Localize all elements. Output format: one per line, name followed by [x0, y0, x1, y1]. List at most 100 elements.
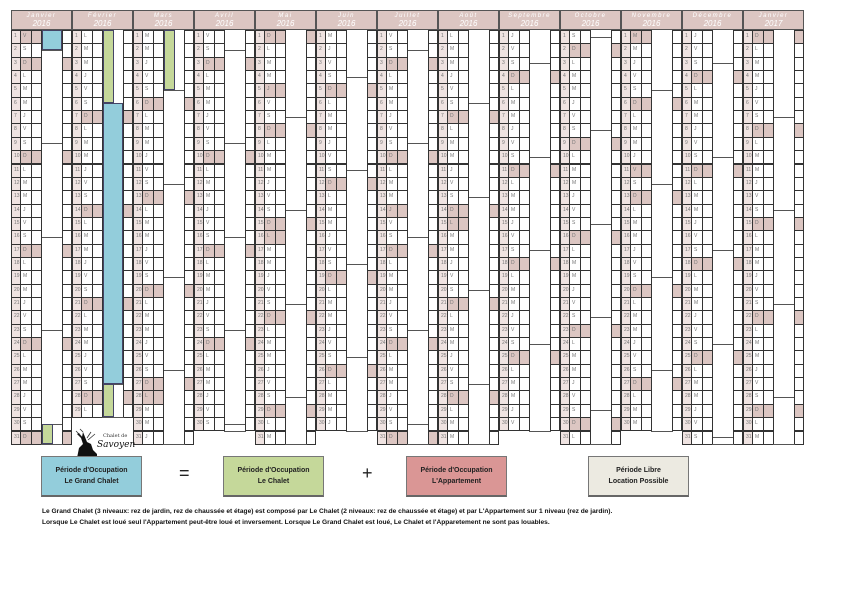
- day-cell-right[interactable]: [672, 70, 682, 85]
- day-cell[interactable]: [214, 163, 225, 178]
- day-cell-right[interactable]: [611, 310, 621, 325]
- day-cell-right[interactable]: [733, 270, 743, 285]
- day-cell-right[interactable]: [62, 350, 72, 365]
- day-cell-right[interactable]: [428, 403, 438, 419]
- day-cell[interactable]: [519, 136, 530, 152]
- day-cell[interactable]: [214, 243, 225, 258]
- day-cell-right[interactable]: [672, 363, 682, 379]
- day-cell[interactable]: [153, 256, 164, 272]
- day-cell-right[interactable]: [367, 30, 377, 45]
- day-cell[interactable]: [214, 337, 225, 352]
- day-cell-right[interactable]: [367, 377, 377, 392]
- day-cell[interactable]: [702, 203, 713, 218]
- day-cell[interactable]: [702, 110, 713, 125]
- day-cell[interactable]: [580, 363, 591, 379]
- day-cell[interactable]: [763, 243, 774, 258]
- day-cell-right[interactable]: [123, 256, 133, 272]
- day-cell[interactable]: [763, 270, 774, 285]
- day-cell[interactable]: [458, 377, 469, 392]
- day-cell-right[interactable]: [245, 337, 255, 352]
- day-cell-right[interactable]: [428, 30, 438, 45]
- day-cell[interactable]: [31, 43, 42, 58]
- day-cell[interactable]: [458, 403, 469, 419]
- booking-chalet[interactable]: [42, 423, 53, 444]
- day-cell-right[interactable]: [428, 216, 438, 232]
- day-cell-right[interactable]: [611, 350, 621, 365]
- day-cell-right[interactable]: [672, 203, 682, 218]
- day-cell-right[interactable]: [550, 83, 560, 98]
- day-cell[interactable]: [458, 163, 469, 178]
- day-cell-right[interactable]: [306, 216, 316, 232]
- day-cell[interactable]: [458, 283, 469, 298]
- day-cell-right[interactable]: [794, 323, 804, 339]
- day-cell-right[interactable]: [611, 30, 621, 45]
- day-cell-right[interactable]: [550, 297, 560, 312]
- day-cell[interactable]: [641, 230, 652, 245]
- day-cell[interactable]: [397, 216, 408, 232]
- day-cell-right[interactable]: [62, 390, 72, 405]
- day-cell-right[interactable]: [306, 230, 316, 245]
- day-cell[interactable]: [31, 176, 42, 192]
- day-cell[interactable]: [519, 256, 530, 272]
- day-cell[interactable]: [397, 256, 408, 272]
- booking-chalet[interactable]: [164, 30, 175, 91]
- day-cell-right[interactable]: [367, 243, 377, 258]
- day-cell-right[interactable]: [611, 323, 621, 339]
- day-cell[interactable]: [397, 56, 408, 72]
- day-cell[interactable]: [214, 123, 225, 138]
- day-cell[interactable]: [458, 136, 469, 152]
- day-cell-right[interactable]: [489, 310, 499, 325]
- day-cell[interactable]: [31, 363, 42, 379]
- day-cell-right[interactable]: [306, 43, 316, 58]
- day-cell-right[interactable]: [62, 363, 72, 379]
- day-cell-right[interactable]: [733, 110, 743, 125]
- day-cell-right[interactable]: [184, 297, 194, 312]
- day-cell-right[interactable]: [794, 377, 804, 392]
- day-cell-right[interactable]: [123, 283, 133, 298]
- day-cell-right[interactable]: [489, 256, 499, 272]
- day-cell-right[interactable]: [794, 230, 804, 245]
- day-cell[interactable]: [92, 256, 103, 272]
- day-cell[interactable]: [458, 270, 469, 285]
- day-cell[interactable]: [641, 323, 652, 339]
- day-cell-right[interactable]: [306, 176, 316, 192]
- day-cell[interactable]: [336, 83, 347, 98]
- occupancy-column[interactable]: [163, 30, 185, 444]
- day-cell[interactable]: [92, 390, 103, 405]
- day-cell[interactable]: [397, 243, 408, 258]
- day-cell-right[interactable]: [245, 363, 255, 379]
- day-cell[interactable]: [214, 270, 225, 285]
- day-cell[interactable]: [336, 270, 347, 285]
- day-cell[interactable]: [275, 176, 286, 192]
- day-cell[interactable]: [702, 270, 713, 285]
- day-cell[interactable]: [397, 203, 408, 218]
- day-cell[interactable]: [275, 123, 286, 138]
- day-cell-right[interactable]: [428, 110, 438, 125]
- day-cell-right[interactable]: [550, 310, 560, 325]
- day-cell[interactable]: [580, 163, 591, 178]
- day-cell[interactable]: [214, 30, 225, 45]
- day-cell[interactable]: [641, 30, 652, 45]
- day-cell[interactable]: [92, 163, 103, 178]
- day-cell[interactable]: [519, 150, 530, 165]
- day-cell[interactable]: [702, 337, 713, 352]
- day-cell[interactable]: [641, 403, 652, 419]
- day-cell[interactable]: [763, 70, 774, 85]
- day-cell-right[interactable]: [428, 230, 438, 245]
- day-cell[interactable]: [397, 363, 408, 379]
- day-cell-right[interactable]: [550, 377, 560, 392]
- day-cell-right[interactable]: [184, 323, 194, 339]
- day-cell-right[interactable]: [733, 363, 743, 379]
- day-cell-right[interactable]: [672, 417, 682, 432]
- day-cell-right[interactable]: [184, 56, 194, 72]
- day-cell-right[interactable]: [794, 176, 804, 192]
- day-cell[interactable]: [519, 283, 530, 298]
- day-cell-right[interactable]: [550, 403, 560, 419]
- day-cell[interactable]: [580, 403, 591, 419]
- day-cell[interactable]: [702, 190, 713, 205]
- occupancy-column[interactable]: [468, 30, 490, 444]
- day-cell[interactable]: [641, 203, 652, 218]
- day-cell[interactable]: [702, 256, 713, 272]
- day-cell-right[interactable]: [62, 150, 72, 165]
- day-cell-right[interactable]: [367, 163, 377, 178]
